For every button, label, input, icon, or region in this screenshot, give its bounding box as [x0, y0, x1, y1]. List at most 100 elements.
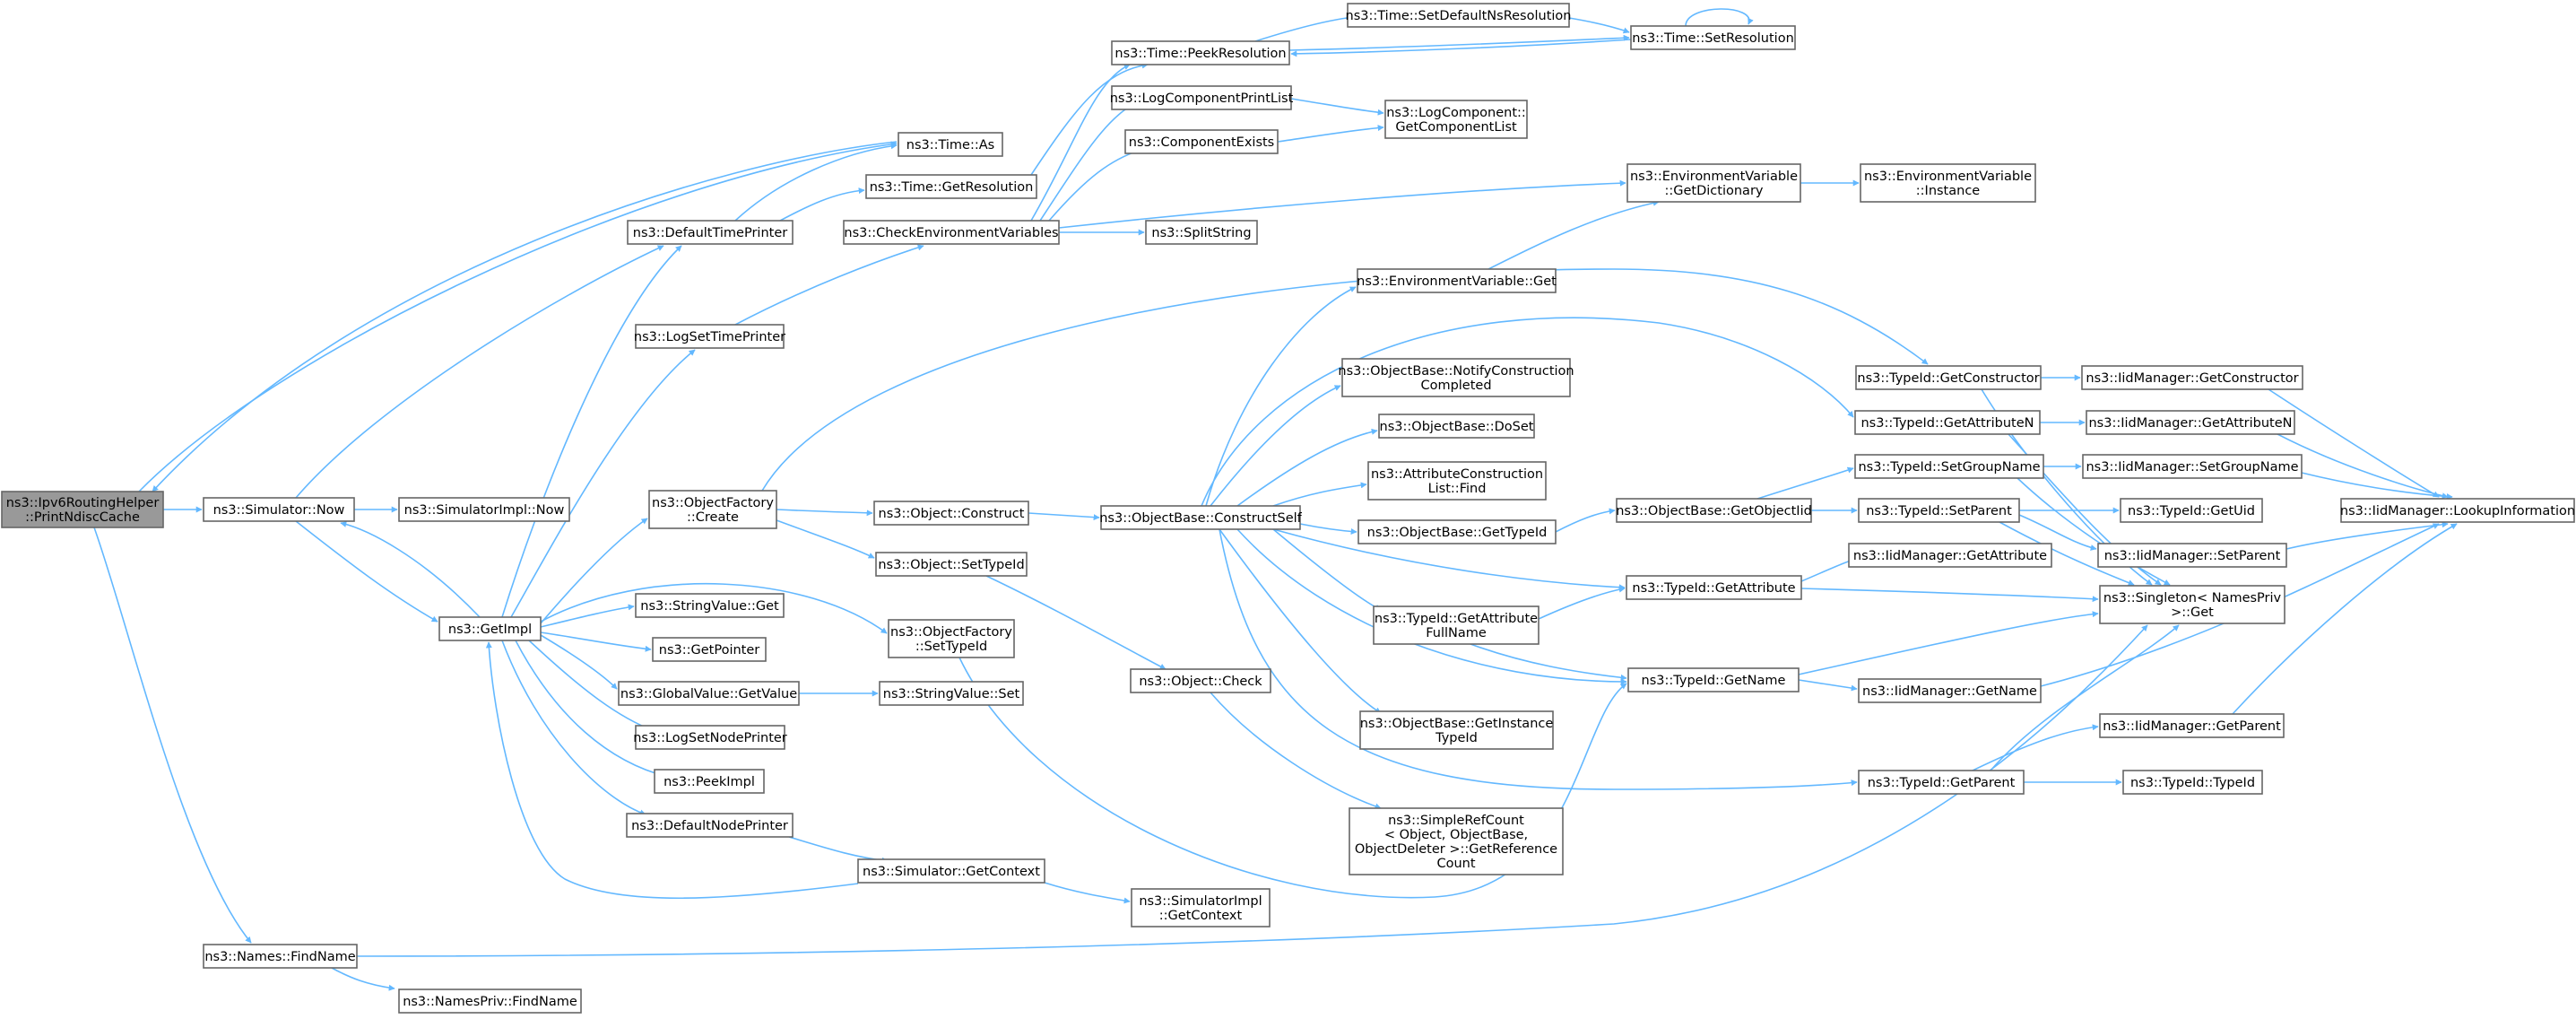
node-box [203, 497, 355, 522]
node-label: ::Instance [1916, 184, 1981, 198]
node-getImpl[interactable]: ns3::GetImpl [438, 616, 542, 641]
call-edge-typeIdGetAttrFull-to-typeIdGetName [1470, 643, 1627, 681]
call-edge-objBaseConstructSelf-to-envVarGet [1205, 286, 1357, 507]
node-defNodePrinter[interactable]: ns3::DefaultNodePrinter [626, 813, 794, 838]
node-iidGetParent[interactable]: ns3::IidManager::GetParent [2099, 713, 2285, 738]
node-envVarGetDict[interactable]: ns3::EnvironmentVariable::GetDictionary [1626, 163, 1801, 203]
node-box [1357, 268, 1557, 293]
node-objBaseGetObjIid[interactable]: ns3::ObjectBase::GetObjectIid [1616, 498, 1812, 523]
call-edge-objBaseConstructSelf-to-objBaseGetInstTypeId [1219, 528, 1382, 714]
node-typeIdGetAttr[interactable]: ns3::TypeId::GetAttribute [1626, 575, 1802, 600]
call-edge-getImpl-to-peekImpl [515, 640, 669, 779]
node-timeAs[interactable]: ns3::Time::As [898, 132, 1003, 157]
node-objBaseConstructSelf[interactable]: ns3::ObjectBase::ConstructSelf [1099, 505, 1303, 530]
node-box [398, 989, 582, 1014]
call-edge-root-to-namesFind [93, 527, 252, 944]
node-typeIdTypeId[interactable]: ns3::TypeId::TypeId [2122, 770, 2263, 795]
node-simImplGetContext[interactable]: ns3::SimulatorImpl::GetContext [1131, 888, 1271, 928]
node-box [1626, 163, 1801, 203]
node-root[interactable]: ns3::Ipv6RoutingHelper::PrintNdiscCache [1, 491, 164, 528]
node-label: ns3::ObjectBase::GetTypeId [1367, 526, 1548, 540]
call-edge-timeSetDefNs-to-timeSetRes [1568, 17, 1630, 34]
node-simImplNow[interactable]: ns3::SimulatorImpl::Now [398, 497, 570, 522]
node-timeSetRes[interactable]: ns3::Time::SetResolution [1630, 25, 1796, 50]
node-objFactSetTypeId[interactable]: ns3::ObjectFactory::SetTypeId [888, 619, 1015, 658]
node-box [1111, 40, 1290, 65]
node-typeIdSetGroupName[interactable]: ns3::TypeId::SetGroupName [1854, 454, 2044, 479]
node-box [1341, 358, 1571, 397]
node-typeIdSetParent[interactable]: ns3::TypeId::SetParent [1858, 498, 2020, 523]
node-box [2120, 498, 2263, 523]
node-singletonGet[interactable]: ns3::Singleton< NamesPriv >::Get [2099, 585, 2285, 624]
node-objSetTypeId[interactable]: ns3::Object::SetTypeId [875, 552, 1028, 577]
node-logSetNodePrinter[interactable]: ns3::LogSetNodePrinter [633, 725, 787, 750]
node-namesFind[interactable]: ns3::Names::FindName [203, 944, 358, 969]
node-simGetContext[interactable]: ns3::Simulator::GetContext [857, 858, 1045, 884]
node-box [648, 490, 777, 529]
node-logCompPrintList[interactable]: ns3::LogComponentPrintList [1110, 85, 1294, 110]
node-iidGetCtor[interactable]: ns3::IidManager::GetConstructor [2081, 365, 2303, 390]
node-iidSetParent[interactable]: ns3::IidManager::SetParent [2097, 543, 2287, 568]
node-globalGetValue[interactable]: ns3::GlobalValue::GetValue [618, 681, 800, 706]
node-typeIdGetName[interactable]: ns3::TypeId::GetName [1627, 667, 1800, 692]
node-objBaseNotify[interactable]: ns3::ObjectBase::NotifyConstructionCompl… [1338, 358, 1574, 397]
node-simNow[interactable]: ns3::Simulator::Now [203, 497, 355, 522]
node-iidLookupInfo[interactable]: ns3::IidManager::LookupInformation [2340, 498, 2575, 523]
node-checkEnvVars[interactable]: ns3::CheckEnvironmentVariables [843, 220, 1060, 245]
node-iidGetAttrN[interactable]: ns3::IidManager::GetAttributeN [2086, 410, 2295, 435]
node-envVarInstance[interactable]: ns3::EnvironmentVariable::Instance [1860, 163, 2036, 203]
node-box [1131, 888, 1271, 928]
node-typeIdGetAttrN[interactable]: ns3::TypeId::GetAttributeN [1854, 410, 2041, 435]
node-logCompGetList[interactable]: ns3::LogComponent::GetComponentList [1384, 100, 1528, 139]
node-envVarGet[interactable]: ns3::EnvironmentVariable::Get [1357, 268, 1557, 293]
node-timeSetDefNs[interactable]: ns3::Time::SetDefaultNsResolution [1346, 3, 1572, 28]
node-objBaseDoSet[interactable]: ns3::ObjectBase::DoSet [1378, 414, 1535, 439]
node-label: List::Find [1428, 482, 1487, 496]
call-edge-namesFind-to-namesPrivFind [331, 967, 395, 991]
node-typeIdGetCtor[interactable]: ns3::TypeId::GetConstructor [1855, 365, 2042, 390]
node-compExists[interactable]: ns3::ComponentExists [1124, 129, 1279, 154]
node-label: ns3::GlobalValue::GetValue [620, 687, 797, 701]
call-edge-simNow-to-getImpl [295, 520, 438, 623]
node-label: ns3::IidManager::SetParent [2104, 549, 2281, 563]
call-edge-objFactCreate-to-objConstruct [776, 509, 873, 517]
node-strValSet[interactable]: ns3::StringValue::Set [879, 681, 1024, 706]
node-objBaseGetTypeId[interactable]: ns3::ObjectBase::GetTypeId [1357, 519, 1557, 544]
node-namesPrivFind[interactable]: ns3::NamesPriv::FindName [398, 989, 582, 1014]
node-label: ns3::ObjectBase::ConstructSelf [1099, 511, 1302, 526]
call-edge-typeIdGetParent-to-singletonGet [1990, 624, 2180, 771]
call-edge-objBaseConstructSelf-to-objBaseGetTypeId [1299, 523, 1357, 536]
node-iidSetGroupName[interactable]: ns3::IidManager::SetGroupName [2082, 454, 2303, 479]
node-getPointer[interactable]: ns3::GetPointer [652, 637, 767, 662]
call-edge-getImpl-to-logSetTimePrinter [510, 349, 696, 618]
node-objFactCreate[interactable]: ns3::ObjectFactory::Create [648, 490, 777, 529]
node-objCheck[interactable]: ns3::Object::Check [1130, 668, 1271, 693]
node-iidGetAttr[interactable]: ns3::IidManager::GetAttribute [1848, 543, 2052, 568]
call-edge-objCheck-to-simpleRefCount [1210, 692, 1382, 810]
node-peekImpl[interactable]: ns3::PeekImpl [654, 769, 765, 794]
node-label: ns3::DefaultTimePrinter [633, 226, 787, 240]
node-label: ::GetContext [1159, 909, 1243, 923]
node-label: ns3::TypeId::SetParent [1866, 504, 2012, 518]
node-defTimePrinter[interactable]: ns3::DefaultTimePrinter [627, 220, 794, 245]
node-iidGetName[interactable]: ns3::IidManager::GetName [1858, 678, 2042, 703]
node-label: ns3::Time::SetResolution [1632, 31, 1794, 46]
node-label: Count [1436, 857, 1475, 871]
node-box [1616, 498, 1812, 523]
node-strValGet[interactable]: ns3::StringValue::Get [635, 593, 785, 618]
node-typeIdGetParent[interactable]: ns3::TypeId::GetParent [1858, 770, 2025, 795]
node-simpleRefCount[interactable]: ns3::SimpleRefCount< Object, ObjectBase,… [1349, 807, 1564, 875]
node-logSetTimePrinter[interactable]: ns3::LogSetTimePrinter [634, 324, 785, 349]
call-edge-objBaseGetObjIid-to-typeIdSetGroupName [1756, 466, 1854, 500]
node-splitString[interactable]: ns3::SplitString [1145, 220, 1258, 245]
node-timeGetRes[interactable]: ns3::Time::GetResolution [865, 174, 1037, 199]
node-timePeekRes[interactable]: ns3::Time::PeekResolution [1111, 40, 1290, 65]
call-edge-getImpl-to-globalGetValue [540, 634, 618, 690]
node-objConstruct[interactable]: ns3::Object::Construct [873, 501, 1029, 526]
call-edge-timeSetRes-to-timePeekRes [1290, 39, 1632, 57]
node-typeIdGetUid[interactable]: ns3::TypeId::GetUid [2120, 498, 2263, 523]
call-edge-typeIdSetParent-to-iidSetParent [2018, 514, 2097, 551]
